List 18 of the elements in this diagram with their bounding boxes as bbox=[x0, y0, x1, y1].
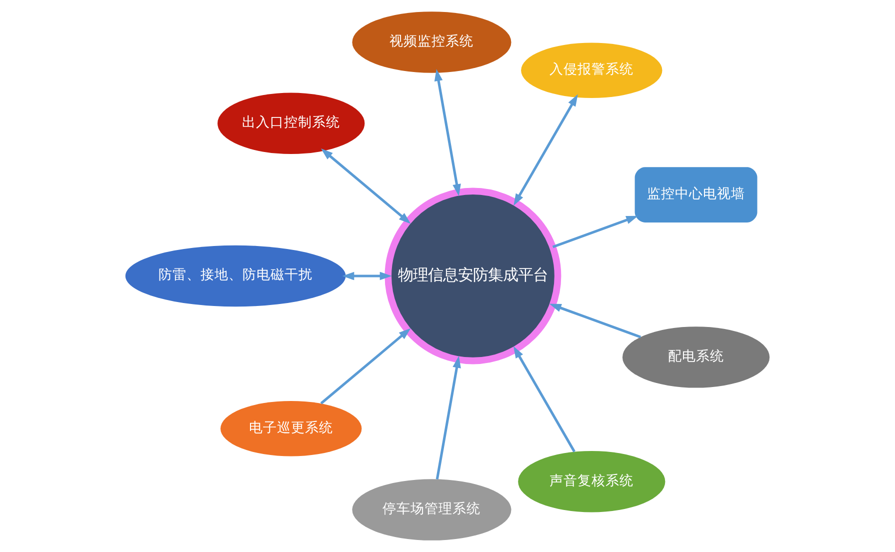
arrow bbox=[320, 328, 411, 404]
node-ellipse: 视频监控系统 bbox=[352, 12, 512, 73]
arrow bbox=[342, 272, 392, 280]
node-ellipse: 停车场管理系统 bbox=[352, 479, 512, 540]
node-ellipse: 防雷、接地、防电磁干扰 bbox=[125, 245, 346, 307]
arrow bbox=[514, 94, 578, 206]
arrow bbox=[513, 346, 576, 452]
arrow bbox=[320, 148, 411, 224]
node-ellipse: 配电系统 bbox=[622, 326, 770, 388]
node-ellipse: 出入口控制系统 bbox=[218, 92, 365, 154]
node-ellipse: 声音复核系统 bbox=[518, 450, 666, 512]
arrow bbox=[434, 69, 461, 196]
arrow bbox=[549, 304, 642, 338]
node-ellipse: 电子巡更系统 bbox=[220, 400, 362, 456]
arrow bbox=[552, 216, 638, 248]
arrow bbox=[436, 356, 461, 480]
node-box: 监控中心电视墙 bbox=[634, 167, 758, 222]
node-ellipse: 入侵报警系统 bbox=[521, 42, 662, 98]
